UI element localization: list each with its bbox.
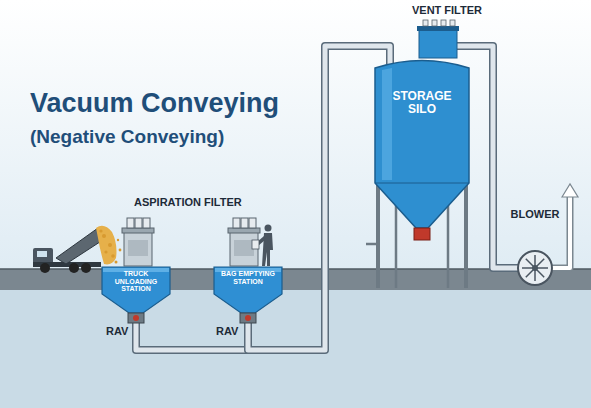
node-label: BLOWER <box>500 208 570 220</box>
truck-unloading-hopper: TRUCK UNLOADING STATION <box>102 267 170 323</box>
node-label: VENT FILTER <box>405 4 489 16</box>
node-label: TRUCK UNLOADING STATION <box>105 270 167 293</box>
vent-filter: VENT FILTER <box>405 4 489 60</box>
bag-emptying-hopper: BAG EMPTYING STATION <box>214 267 282 323</box>
part-label: RAV <box>106 325 128 337</box>
conveying-pipe <box>489 46 500 268</box>
subtitle: (Negative Conveying) <box>30 126 224 148</box>
node-label: STORAGE SILO <box>390 90 454 116</box>
pipe-core <box>136 323 248 350</box>
part-label: RAV <box>216 325 238 337</box>
pipe-outline <box>136 323 248 350</box>
part-label: ASPIRATION FILTER <box>134 196 242 208</box>
blower: BLOWER <box>500 208 570 290</box>
blower-outline <box>500 208 570 290</box>
aspiration-filter-1 <box>122 218 154 266</box>
storage-silo-outline <box>372 58 472 245</box>
storage-silo: STORAGE SILO <box>372 58 472 245</box>
operator-figure <box>252 225 273 267</box>
aspiration-filter-2 <box>228 218 260 266</box>
exhaust-arrow <box>552 184 578 268</box>
pipe-core <box>489 46 500 268</box>
dump-truck <box>33 226 121 273</box>
conveying-pipe <box>136 323 248 350</box>
node-label: BAG EMPTYING STATION <box>217 270 279 285</box>
diagram-title: Vacuum Conveying <box>30 88 279 119</box>
pipe-outline <box>489 46 500 268</box>
